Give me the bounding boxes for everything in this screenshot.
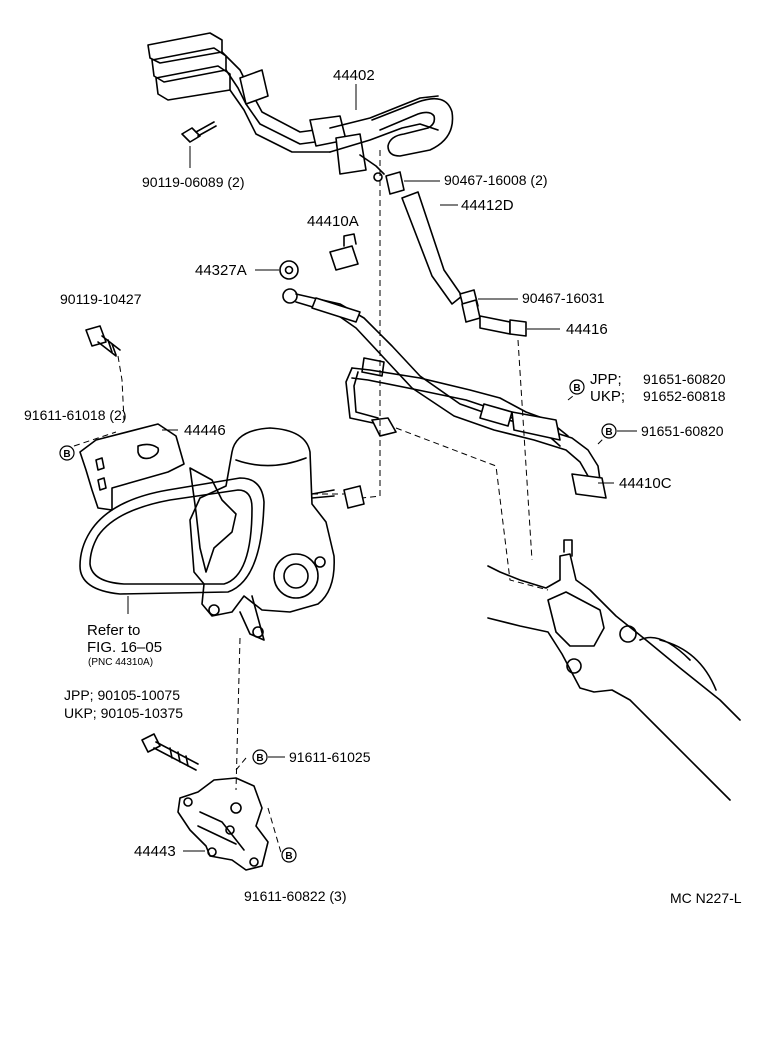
label-jpp-90105-10075: JPP; 90105-10075 (64, 687, 180, 703)
label-90467-16031: 90467-16031 (522, 290, 605, 306)
pressure-tube-assembly (282, 288, 607, 499)
clip-90467-16031 (459, 289, 481, 323)
label-ukp-prefix: UKP; (590, 388, 625, 405)
label-fig-ref: FIG. 16–05 (87, 639, 162, 656)
svg-text:B: B (256, 753, 263, 764)
union-bolt-44410A (329, 233, 359, 271)
bolt-90119-06089 (181, 121, 217, 143)
bracket-44446 (79, 423, 185, 511)
diagram-code: MC N227-L (670, 890, 742, 906)
label-91651-60820: 91651-60820 (641, 423, 724, 439)
svg-text:B: B (573, 383, 580, 394)
label-90467-16008: 90467-16008 (2) (444, 172, 548, 188)
bolt-90119-10427 (85, 325, 121, 357)
long-bolt-90105 (141, 733, 199, 771)
label-44412D: 44412D (461, 197, 514, 214)
label-refer-to: Refer to (87, 622, 140, 639)
label-ukp-part: 91652-60818 (643, 388, 726, 404)
bracket-44443 (177, 777, 269, 871)
label-90119-10427: 90119-10427 (60, 291, 142, 307)
label-44327A: 44327A (195, 262, 247, 279)
b-marker-91611-60822: B (281, 847, 297, 863)
svg-text:B: B (285, 851, 292, 862)
b-marker-91651-60820: B (601, 423, 617, 439)
label-jpp-prefix: JPP; (590, 371, 622, 388)
svg-text:B: B (605, 427, 612, 438)
power-steering-pump (189, 427, 335, 641)
label-44416: 44416 (566, 321, 608, 338)
svg-text:B: B (63, 449, 70, 460)
dashed-reference-lines (73, 150, 607, 857)
label-jpp-part: 91651-60820 (643, 371, 726, 387)
label-90119-06089: 90119-06089 (2) (142, 174, 244, 190)
clip-near-pump (343, 485, 365, 509)
label-44410A: 44410A (307, 213, 359, 230)
steering-gear-housing (487, 539, 741, 801)
gasket-44327A (279, 260, 299, 280)
label-44410C: 44410C (619, 475, 672, 492)
clip-90467-16008 (385, 171, 405, 195)
v-belt (79, 477, 265, 595)
cooler-tube-assembly (147, 32, 454, 182)
label-44402: 44402 (333, 67, 375, 84)
label-44443: 44443 (134, 843, 176, 860)
b-marker-91611-61018: B (59, 445, 75, 461)
fitting-44416 (479, 315, 527, 337)
b-marker-jpp: B (569, 379, 585, 395)
label-91611-61018: 91611-61018 (2) (24, 407, 126, 423)
label-91611-61025: 91611-61025 (289, 749, 371, 765)
hose-44412D (401, 191, 463, 305)
label-ukp-90105-10375: UKP; 90105-10375 (64, 705, 183, 721)
b-marker-91611-61025: B (252, 749, 268, 765)
label-91611-60822: 91611-60822 (3) (244, 888, 346, 904)
label-pnc-ref: (PNC 44310A) (88, 657, 153, 668)
label-44446: 44446 (184, 422, 226, 439)
